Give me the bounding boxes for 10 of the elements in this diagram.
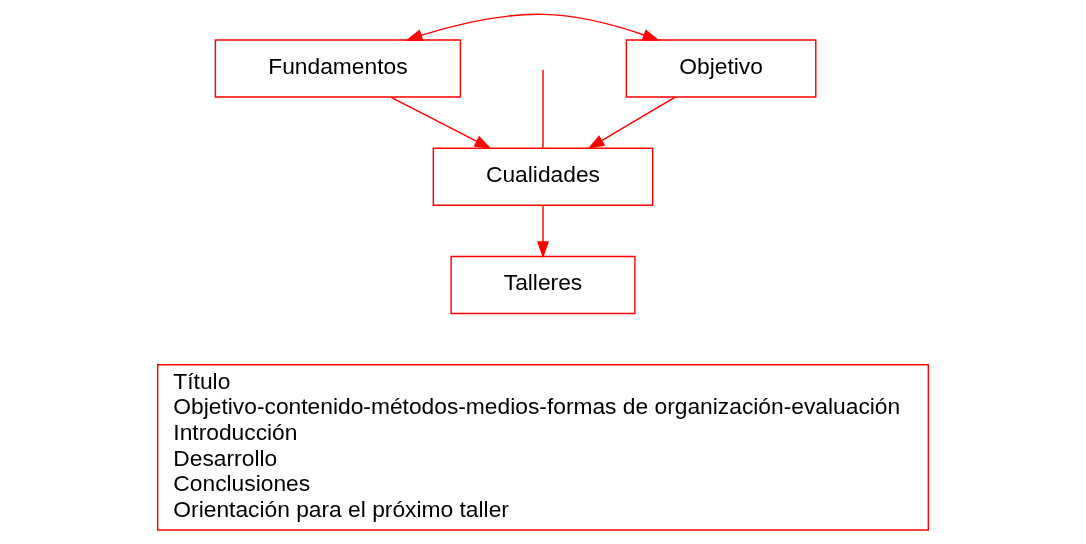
- arrow: [537, 204, 549, 259]
- node-box: Cualidades: [432, 147, 654, 206]
- arrow: [587, 96, 676, 149]
- node-box: Talleres: [450, 255, 636, 315]
- arrow: [405, 13, 660, 41]
- arrow: [390, 96, 492, 149]
- node-box: Fundamentos: [214, 39, 462, 98]
- node-box: Título Objetivo-contenido-métodos-medios-formas de organización-evaluación Introducción Desarrollo Conclusiones Orientación para el próximo taller: [157, 364, 929, 531]
- connector: [542, 69, 544, 149]
- node-box: Objetivo: [625, 39, 817, 98]
